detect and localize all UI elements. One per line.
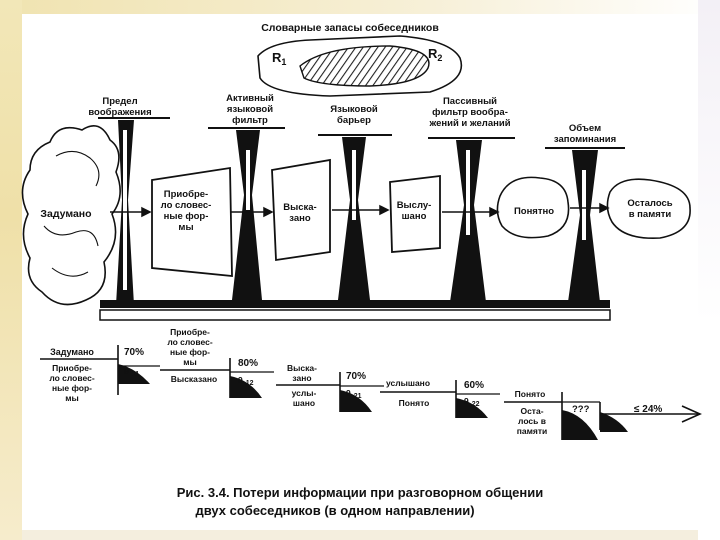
stage-conceived-label: Задумано: [40, 208, 91, 220]
stage-heard-shape: [389, 174, 441, 253]
shared-vocabulary-hatched: [299, 45, 430, 87]
svg-text:Понято: Понято: [515, 389, 546, 399]
filter-column-memory: [568, 150, 600, 302]
svg-text:Приобре-: Приобре-: [164, 189, 208, 200]
svg-text:зано: зано: [289, 213, 311, 224]
svg-text:Задумано: Задумано: [50, 347, 94, 357]
svg-text:мы: мы: [183, 357, 197, 367]
svg-text:70%: 70%: [346, 371, 366, 382]
svg-text:услы-: услы-: [292, 388, 317, 398]
svg-text:запоминания: запоминания: [554, 134, 616, 145]
svg-text:Выска-: Выска-: [287, 363, 317, 373]
svg-text:шано: шано: [293, 398, 315, 408]
svg-text:Языковой: Языковой: [330, 104, 378, 115]
svg-text:Предел: Предел: [102, 96, 137, 107]
svg-text:ло словес-: ло словес-: [161, 200, 212, 211]
stage-remembered-label: Осталось в памяти: [627, 198, 672, 220]
svg-text:зано: зано: [292, 373, 311, 383]
svg-text:Активный: Активный: [226, 93, 274, 104]
svg-text:Выска-: Выска-: [283, 202, 316, 213]
svg-text:жений и желаний: жений и желаний: [428, 118, 510, 129]
svg-text:памяти: памяти: [517, 426, 548, 436]
flow-arrows: [110, 202, 610, 218]
decor-right-strip: [698, 0, 720, 540]
stage-spoken-shape: [271, 158, 331, 262]
figure-caption: Рис. 3.4. Потери информации при разговор…: [177, 485, 543, 518]
svg-text:Понято: Понято: [399, 398, 430, 408]
svg-text:лось в: лось в: [518, 416, 546, 426]
speaker-r2-label: R2: [428, 46, 442, 63]
flow-step-2: Приобре- ло словес- ные фор- мы Высказан…: [160, 327, 274, 398]
svg-text:Пассивный: Пассивный: [443, 96, 497, 107]
svg-text:Приобре-: Приобре-: [170, 327, 210, 337]
stage-spoken-label: Выска- зано: [283, 202, 316, 224]
svg-text:70%: 70%: [124, 347, 144, 358]
flow-step-5: Понято Оста- лось в памяти ???: [504, 389, 598, 440]
svg-text:921: 921: [346, 388, 362, 400]
svg-text:Осталось: Осталось: [627, 198, 672, 209]
stage-conceived-cloud: [21, 124, 121, 306]
svg-text:языковой: языковой: [227, 104, 273, 115]
svg-text:ные фор-: ные фор-: [52, 383, 92, 393]
vocabulary-title: Словарные запасы собеседников: [261, 22, 439, 34]
stage-heard-label: Выслу- шано: [397, 200, 432, 222]
flow-step-1: Задумано Приобре- ло словес- ные фор- мы…: [40, 345, 160, 403]
svg-text:ные фор-: ные фор-: [164, 211, 209, 222]
svg-text:в памяти: в памяти: [629, 209, 672, 220]
svg-text:Приобре-: Приобре-: [52, 363, 92, 373]
stage-understood-shape: [496, 176, 570, 239]
speaker-r1-label: R1: [272, 50, 286, 67]
svg-text:фильтр вообра-: фильтр вообра-: [432, 107, 508, 118]
cloud-inner-contours: [43, 150, 100, 277]
svg-text:≤ 24%: ≤ 24%: [634, 404, 662, 415]
svg-text:мы: мы: [65, 393, 79, 403]
svg-text:911: 911: [124, 366, 139, 378]
filter-column-barrier: [338, 137, 370, 300]
svg-text:шано: шано: [402, 211, 427, 222]
filter-label-memory: Объем запоминания: [554, 123, 616, 145]
svg-text:Объем: Объем: [569, 123, 601, 134]
svg-text:Рис. 3.4. Потери информации пр: Рис. 3.4. Потери информации при разговор…: [177, 485, 543, 500]
svg-text:60%: 60%: [464, 380, 484, 391]
flow-final-arrow: ≤ 24%: [562, 401, 702, 432]
svg-text:услышано: услышано: [386, 378, 430, 388]
svg-text:912: 912: [238, 375, 254, 387]
svg-text:Высказано: Высказано: [171, 374, 217, 384]
base-platform-lower: [99, 309, 611, 321]
svg-text:барьер: барьер: [337, 115, 371, 126]
stage-understood-label: Понятно: [514, 206, 554, 217]
vocabulary-outline: [257, 35, 463, 97]
stage-remembered-shape: [606, 178, 691, 239]
stage-verbal-forms-shape: [151, 166, 233, 277]
svg-text:???: ???: [572, 404, 590, 415]
svg-text:ло словес-: ло словес-: [167, 337, 213, 347]
svg-text:мы: мы: [178, 222, 193, 233]
svg-text:ные фор-: ные фор-: [170, 347, 210, 357]
filter-column-passive: [450, 140, 486, 302]
filter-label-imagination: Предел воображения: [88, 96, 151, 118]
svg-text:80%: 80%: [238, 358, 258, 369]
filter-column-active: [232, 130, 262, 300]
svg-text:воображения: воображения: [88, 107, 151, 118]
filter-label-passive: Пассивный фильтр вообра- жений и желаний: [428, 96, 510, 129]
svg-text:ло словес-: ло словес-: [49, 373, 95, 383]
decor-top-strip: [0, 0, 720, 14]
svg-text:Выслу-: Выслу-: [397, 200, 432, 211]
filter-label-barrier: Языковой барьер: [330, 104, 378, 126]
decor-left-strip: [0, 0, 22, 540]
svg-text:фильтр: фильтр: [232, 115, 268, 126]
stage-verbal-forms-label: Приобре- ло словес- ные фор- мы: [161, 189, 212, 233]
svg-text:922: 922: [464, 396, 480, 408]
base-platform: [100, 300, 610, 308]
svg-text:двух собеседников (в одном нап: двух собеседников (в одном направлении): [195, 503, 474, 518]
filter-label-active: Активный языковой фильтр: [226, 93, 274, 126]
svg-text:Оста-: Оста-: [520, 406, 543, 416]
